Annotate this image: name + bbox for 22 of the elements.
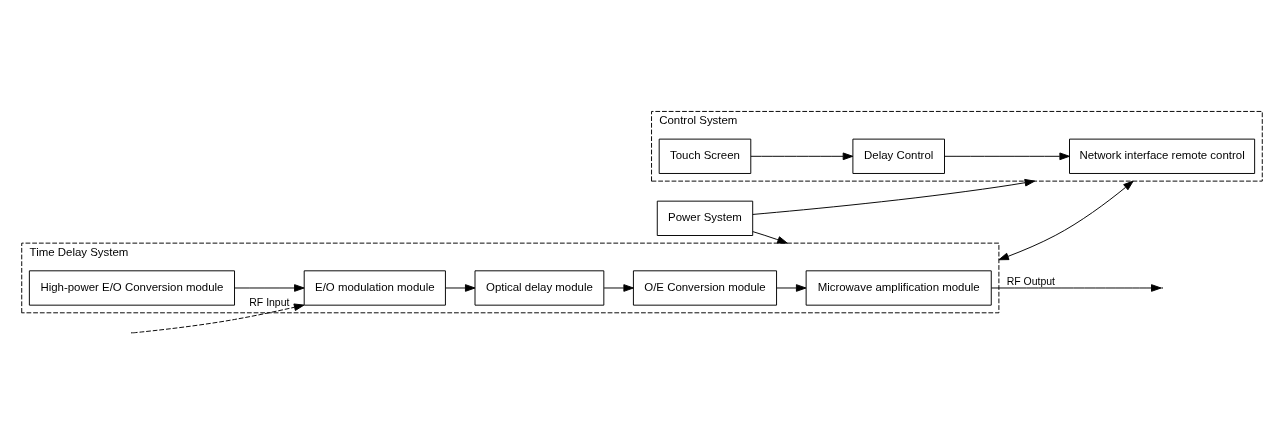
edge-label: RF Input	[249, 296, 290, 308]
edge-label: RF Output	[1006, 275, 1056, 287]
node-box: Network interface remote control	[1069, 138, 1256, 174]
arrow	[776, 284, 807, 292]
arrow	[750, 152, 854, 161]
arrow	[998, 180, 1134, 261]
arrow	[752, 178, 1036, 215]
node-box: Microwave amplification module	[805, 270, 992, 306]
arrow	[944, 152, 1070, 161]
arrow	[603, 284, 634, 292]
arrow	[132, 303, 305, 334]
node-box: Optical delay module	[474, 270, 605, 306]
node-box: Touch Screen	[658, 138, 752, 174]
node-box: E/O modulation module	[303, 270, 446, 306]
node-box: O/E Conversion module	[632, 270, 778, 306]
arrow	[752, 231, 788, 244]
node-box: Delay Control	[852, 138, 945, 174]
node-box: Power System	[656, 200, 754, 236]
node-box: High-power E/O Conversion module	[28, 270, 235, 306]
arrow	[234, 284, 305, 292]
arrow	[991, 284, 1162, 292]
arrow	[445, 284, 476, 292]
